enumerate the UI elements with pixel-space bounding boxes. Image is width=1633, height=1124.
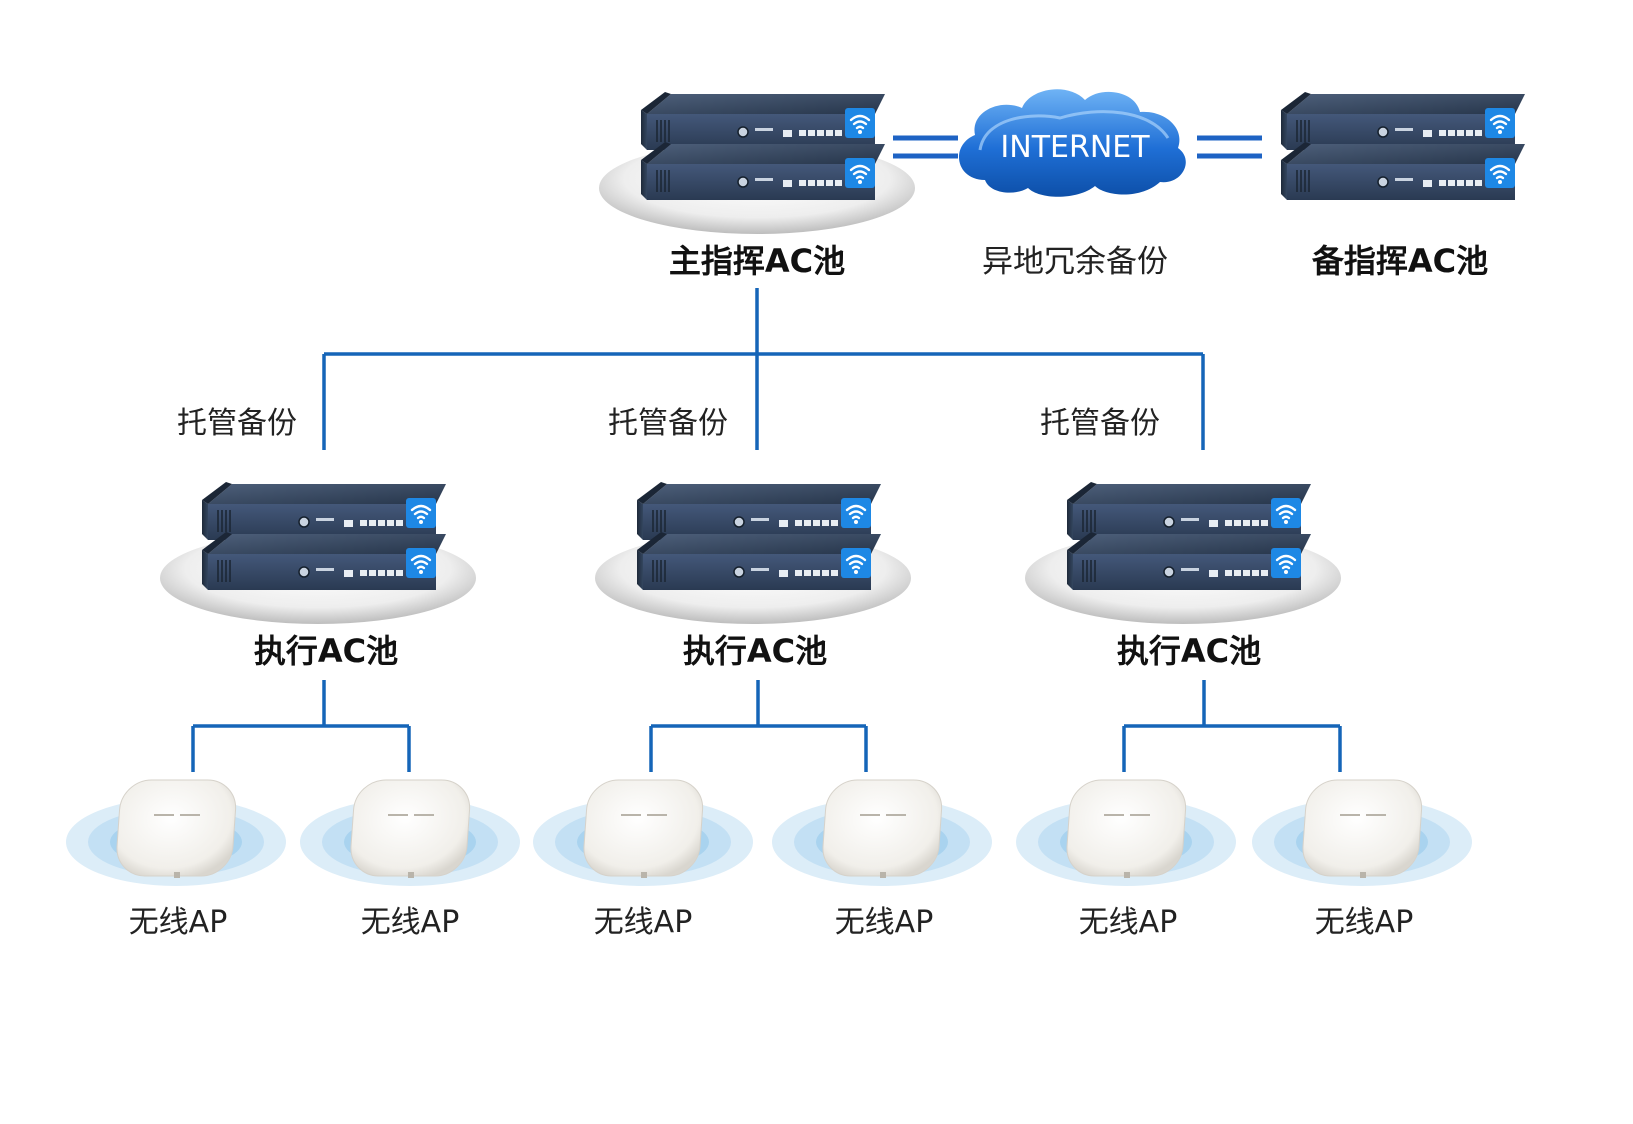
wireless-ap-5: 无线AP (1015, 779, 1237, 940)
server-stack-icon (1280, 91, 1526, 201)
wireless-ap-6: 无线AP (1251, 779, 1473, 940)
main-to-exec-lines (322, 288, 1205, 450)
wireless-ap-icon (1251, 779, 1473, 887)
hosting-backup-label-1: 托管备份 (177, 406, 297, 441)
backup-command-ac-pool: 备指挥AC池 (1280, 91, 1526, 280)
exec-ac-pool-label: 执行AC池 (1117, 632, 1261, 670)
ap-label: 无线AP (594, 905, 693, 940)
exec-ac-pool-1: 执行AC池 (160, 482, 476, 670)
ap-label: 无线AP (835, 905, 934, 940)
server-stack-icon (1025, 482, 1341, 624)
wireless-ap-icon (771, 779, 993, 887)
ap-label: 无线AP (361, 905, 460, 940)
exec-ac-pool-3: 执行AC池 (1025, 482, 1341, 670)
exec-ac-pool-label: 执行AC池 (254, 632, 398, 670)
exec-ac-pool-label: 执行AC池 (683, 632, 827, 670)
wireless-ap-icon (532, 779, 754, 887)
server-stack-icon (160, 482, 476, 624)
wireless-ap-1: 无线AP (65, 779, 287, 940)
server-stack-icon (599, 92, 915, 234)
hosting-backup-label-3: 托管备份 (1040, 406, 1160, 441)
exec-ac-pool-2: 执行AC池 (595, 482, 911, 670)
main-command-ac-pool: 主指挥AC池 (599, 92, 915, 280)
ap-label: 无线AP (1079, 905, 1178, 940)
wireless-ap-icon (299, 779, 521, 887)
exec-to-ap-lines (191, 680, 1342, 772)
wireless-ap-icon (65, 779, 287, 887)
wireless-ap-icon (1015, 779, 1237, 887)
server-stack-icon (595, 482, 911, 624)
internet-label: INTERNET (1000, 130, 1150, 165)
redundancy-label: 异地冗余备份 (982, 244, 1168, 280)
redundancy-link-right (1197, 135, 1262, 159)
wireless-ap-4: 无线AP (771, 779, 993, 940)
redundancy-link-left (893, 135, 958, 159)
wireless-ap-2: 无线AP (299, 779, 521, 940)
ap-label: 无线AP (129, 905, 228, 940)
wireless-ap-3: 无线AP (532, 779, 754, 940)
ap-label: 无线AP (1315, 905, 1414, 940)
main-ac-pool-label: 主指挥AC池 (669, 242, 845, 280)
hosting-backup-label-2: 托管备份 (608, 406, 728, 441)
backup-ac-pool-label: 备指挥AC池 (1312, 242, 1488, 280)
cloud-icon (958, 89, 1186, 197)
